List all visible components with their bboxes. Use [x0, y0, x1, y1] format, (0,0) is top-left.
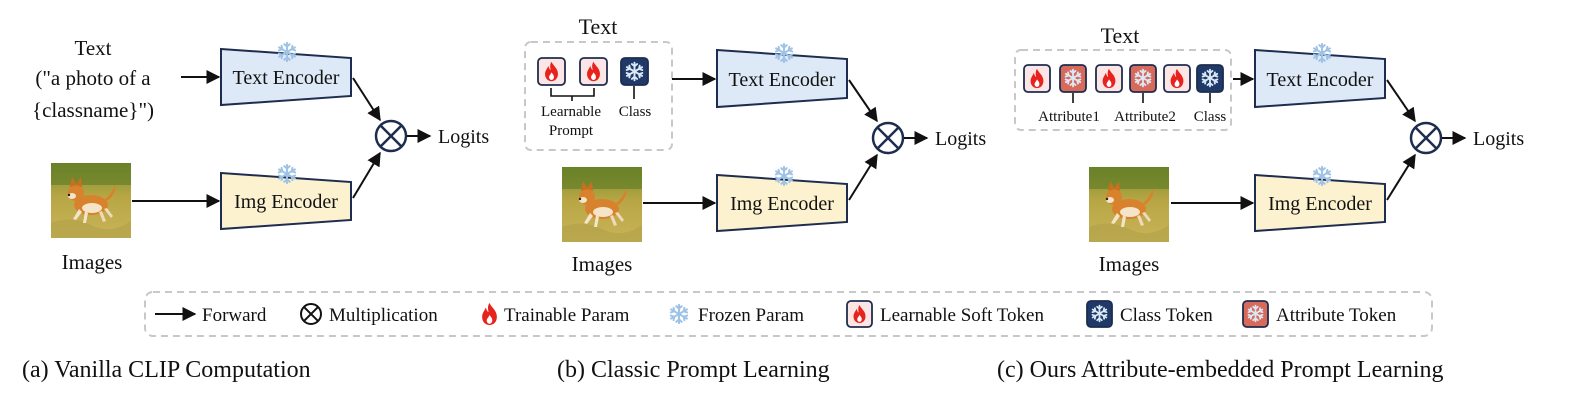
snowflake-icon — [277, 41, 297, 63]
panel-c-text-encoder-label: Text Encoder — [1267, 69, 1374, 91]
panel-a-img-encoder-label: Img Encoder — [234, 191, 338, 213]
panel-c-soft-token-1 — [1023, 64, 1051, 93]
panel-c-class-label: Class — [1194, 109, 1227, 125]
panel-b-text-encoder — [716, 48, 848, 109]
multiplication-icon — [374, 119, 408, 153]
dog-image — [1089, 167, 1169, 242]
panel-b: Text Learnable Prompt Class Text Encoder… — [524, 14, 986, 383]
snowflake-icon — [669, 303, 689, 325]
legend-attribute-token: Attribute Token — [1276, 305, 1397, 326]
multiplication-icon — [300, 303, 322, 325]
panel-c-arrow-text-to-mult — [1386, 79, 1416, 123]
panel-b-soft-token-2 — [579, 57, 608, 86]
legend: Forward Multiplication Trainable Param F… — [144, 291, 1433, 337]
panel-c-text-encoder — [1254, 48, 1386, 109]
panel-b-class-token — [620, 57, 649, 86]
panel-b-img-encoder-label: Img Encoder — [730, 193, 834, 215]
panel-b-learnable-line2: Prompt — [549, 123, 594, 139]
legend-multiplication: Multiplication — [329, 305, 438, 326]
panel-b-img-encoder — [716, 173, 848, 233]
snowflake-icon — [1312, 165, 1332, 187]
panel-b-caption: (b) Classic Prompt Learning — [557, 357, 830, 383]
panel-b-text-encoder-label: Text Encoder — [729, 69, 836, 91]
panel-a-text-title: Text — [74, 36, 111, 60]
snowflake-icon — [1312, 42, 1332, 64]
dog-image — [562, 167, 642, 242]
panel-c-soft-token-3 — [1163, 64, 1191, 93]
multiplication-icon — [1409, 121, 1443, 155]
panel-c-class-token — [1196, 64, 1224, 93]
panel-c-images-label: Images — [1099, 252, 1160, 276]
panel-c-prompt-box — [1014, 49, 1232, 131]
panel-c-img-encoder — [1254, 173, 1386, 233]
panel-c-attribute1: Attribute1 — [1038, 109, 1100, 125]
panel-a-text-encoder — [220, 47, 352, 107]
panel-a-arrow-img-to-mult — [352, 151, 381, 199]
panel-a-logits: Logits — [438, 126, 489, 148]
panel-c: Text Attribute1 Attribute2 — [997, 23, 1524, 383]
legend-class-token: Class Token — [1120, 305, 1213, 326]
legend-soft-token: Learnable Soft Token — [880, 305, 1044, 326]
legend-frozen: Frozen Param — [698, 305, 804, 326]
legend-soft-token-swatch — [846, 300, 873, 328]
panel-a-arrow-text-to-mult — [352, 77, 381, 122]
dog-image — [51, 163, 131, 238]
panel-b-arrow-img-to-mult — [848, 153, 878, 201]
panel-a: Text ("a photo of a {classname}") Text E… — [22, 36, 489, 383]
panel-a-img-encoder — [220, 171, 352, 231]
legend-attribute-token-swatch — [1242, 300, 1269, 328]
panel-b-prompt-box — [524, 41, 673, 151]
legend-forward: Forward — [202, 305, 267, 326]
panel-a-text-line1: ("a photo of a — [35, 66, 151, 90]
panel-c-text-title: Text — [1101, 23, 1140, 48]
panel-c-logits: Logits — [1473, 128, 1524, 150]
panel-a-images-label: Images — [62, 250, 123, 274]
multiplication-icon — [871, 121, 905, 155]
snowflake-icon — [277, 163, 297, 185]
panel-c-attribute-token-1 — [1059, 64, 1087, 93]
legend-trainable: Trainable Param — [504, 305, 630, 326]
panel-c-attribute-token-2 — [1129, 64, 1157, 93]
panel-b-soft-token-1 — [537, 57, 566, 86]
panel-b-logits: Logits — [935, 128, 986, 150]
panel-b-learnable-line1: Learnable — [541, 104, 601, 120]
legend-box — [144, 291, 1433, 337]
flame-icon — [482, 302, 497, 326]
snowflake-icon — [774, 42, 794, 64]
panel-b-arrow-text-to-mult — [848, 79, 878, 123]
panel-c-img-encoder-label: Img Encoder — [1268, 193, 1372, 215]
panel-c-caption: (c) Ours Attribute-embedded Prompt Learn… — [997, 357, 1444, 383]
panel-c-attribute2: Attribute2 — [1114, 109, 1176, 125]
legend-class-token-swatch — [1086, 300, 1113, 328]
panel-b-prompt-bracket — [550, 88, 595, 97]
panel-a-text-line2: {classname}") — [32, 98, 154, 122]
panel-a-caption: (a) Vanilla CLIP Computation — [22, 357, 311, 383]
snowflake-icon — [774, 165, 794, 187]
panel-a-text-encoder-label: Text Encoder — [233, 67, 340, 89]
panel-b-class-label: Class — [619, 104, 652, 120]
panel-b-text-title: Text — [579, 14, 618, 39]
panel-c-soft-token-2 — [1095, 64, 1123, 93]
panel-b-images-label: Images — [572, 252, 633, 276]
panel-c-arrow-img-to-mult — [1386, 153, 1416, 201]
